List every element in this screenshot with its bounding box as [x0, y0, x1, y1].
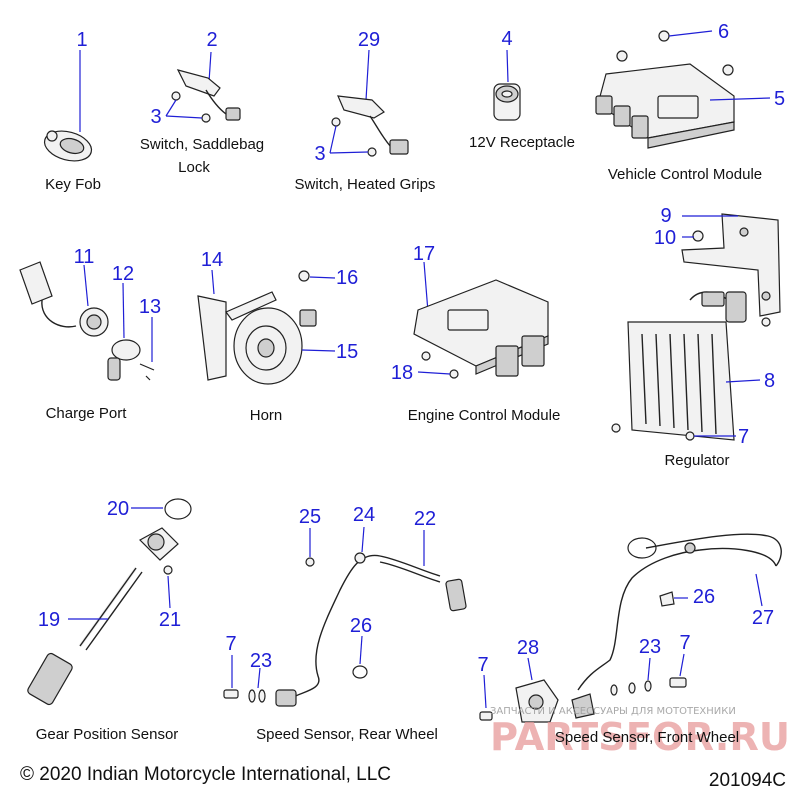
caption-saddlebag-lock: Lock — [178, 159, 210, 176]
callout-2: 2 — [206, 29, 217, 51]
callout-5: 5 — [774, 88, 785, 110]
callout-7-regulator: 7 — [738, 426, 749, 448]
callout-17: 17 — [413, 243, 435, 265]
copyright-notice: © 2020 Indian Motorcycle International, … — [20, 764, 391, 785]
caption-receptacle: 12V Receptacle — [469, 134, 575, 151]
callout-23-rear: 23 — [250, 650, 272, 672]
callout-26-front: 26 — [693, 586, 715, 608]
caption-saddlebag-switch: Switch, Saddlebag — [140, 136, 264, 153]
caption-heated-grips: Switch, Heated Grips — [295, 176, 436, 193]
callout-7-front-right: 7 — [679, 632, 690, 654]
watermark-tagline: ЗАПЧАСТИ И АКСЕССУАРЫ ДЛЯ МОТОТЕХНИКИ — [490, 706, 736, 717]
callout-18: 18 — [391, 362, 413, 384]
callout-7-rear: 7 — [225, 633, 236, 655]
callout-25: 25 — [299, 506, 321, 528]
callout-19: 19 — [38, 609, 60, 631]
callout-3-grips: 3 — [314, 143, 325, 165]
caption-speed-rear: Speed Sensor, Rear Wheel — [256, 726, 438, 743]
callout-21: 21 — [159, 609, 181, 631]
caption-regulator: Regulator — [664, 452, 729, 469]
gear-sensor-part — [27, 498, 192, 706]
callout-24: 24 — [353, 504, 375, 526]
speed-sensor-rear-part — [223, 526, 467, 707]
callout-4: 4 — [501, 28, 512, 50]
caption-horn: Horn — [250, 407, 283, 424]
caption-key-fob: Key Fob — [45, 176, 101, 193]
callout-11: 11 — [74, 246, 95, 268]
callout-22: 22 — [414, 508, 436, 530]
callout-7-front-left: 7 — [477, 654, 488, 676]
caption-gear-sensor: Gear Position Sensor — [36, 726, 179, 743]
caption-vcm: Vehicle Control Module — [608, 166, 762, 183]
vcm-part — [595, 30, 771, 149]
speed-sensor-front-part — [479, 533, 782, 723]
regulator-part — [611, 213, 781, 441]
callout-12: 12 — [112, 263, 134, 285]
callout-1: 1 — [76, 29, 87, 51]
callout-13: 13 — [139, 296, 161, 318]
callout-8: 8 — [764, 370, 775, 392]
callout-6: 6 — [718, 21, 729, 43]
watermark-logo: PARTSFOR.RU — [490, 715, 790, 759]
caption-charge-port: Charge Port — [46, 405, 128, 422]
callout-29: 29 — [358, 29, 380, 51]
caption-speed-front: Speed Sensor, Front Wheel — [555, 729, 739, 746]
callout-14: 14 — [201, 249, 223, 271]
callout-23-front: 23 — [639, 636, 661, 658]
callout-26-rear: 26 — [350, 615, 372, 637]
horn-part — [197, 269, 336, 385]
callout-20: 20 — [107, 498, 129, 520]
ecm-part — [413, 261, 549, 379]
caption-ecm: Engine Control Module — [408, 407, 561, 424]
callout-15: 15 — [336, 341, 358, 363]
charge-port-part — [19, 261, 155, 381]
callout-27: 27 — [752, 607, 774, 629]
key-fob-part — [43, 50, 93, 162]
saddlebag-switch-part — [165, 51, 241, 123]
callout-10: 10 — [654, 227, 676, 249]
callout-16: 16 — [336, 267, 358, 289]
callout-9: 9 — [660, 205, 671, 227]
heated-grips-switch-part — [329, 49, 409, 157]
receptacle-part — [493, 49, 521, 121]
callout-28: 28 — [517, 637, 539, 659]
figure-id: 201094C — [709, 770, 786, 791]
callout-3-saddlebag: 3 — [150, 106, 161, 128]
